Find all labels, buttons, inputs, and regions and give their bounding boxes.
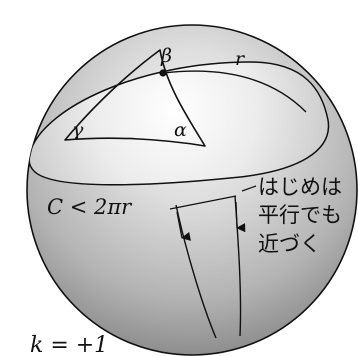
angle-beta-label: β: [160, 45, 172, 67]
radius-line: [162, 70, 307, 113]
radius-label: r: [235, 48, 246, 70]
annotation-leader: [241, 185, 257, 192]
pole-point: [159, 69, 167, 77]
circumference-circle: [28, 61, 330, 186]
spherical-triangle: [64, 49, 206, 147]
curvature-label: k = +1: [30, 333, 108, 357]
angle-gamma-label: γ: [72, 119, 84, 141]
annotation-line-2: 平行でも: [258, 203, 342, 227]
annotation-line-1: はじめは: [258, 175, 342, 199]
geodesic-start-tick: [169, 195, 237, 210]
arrow-left: [176, 211, 191, 241]
angle-alpha-label: α: [174, 119, 187, 141]
annotation-line-3: 近づく: [258, 232, 321, 256]
geodesic-line-left: [175, 204, 217, 339]
circumference-label: C < 2πr: [47, 195, 133, 219]
arrow-right: [235, 201, 246, 233]
